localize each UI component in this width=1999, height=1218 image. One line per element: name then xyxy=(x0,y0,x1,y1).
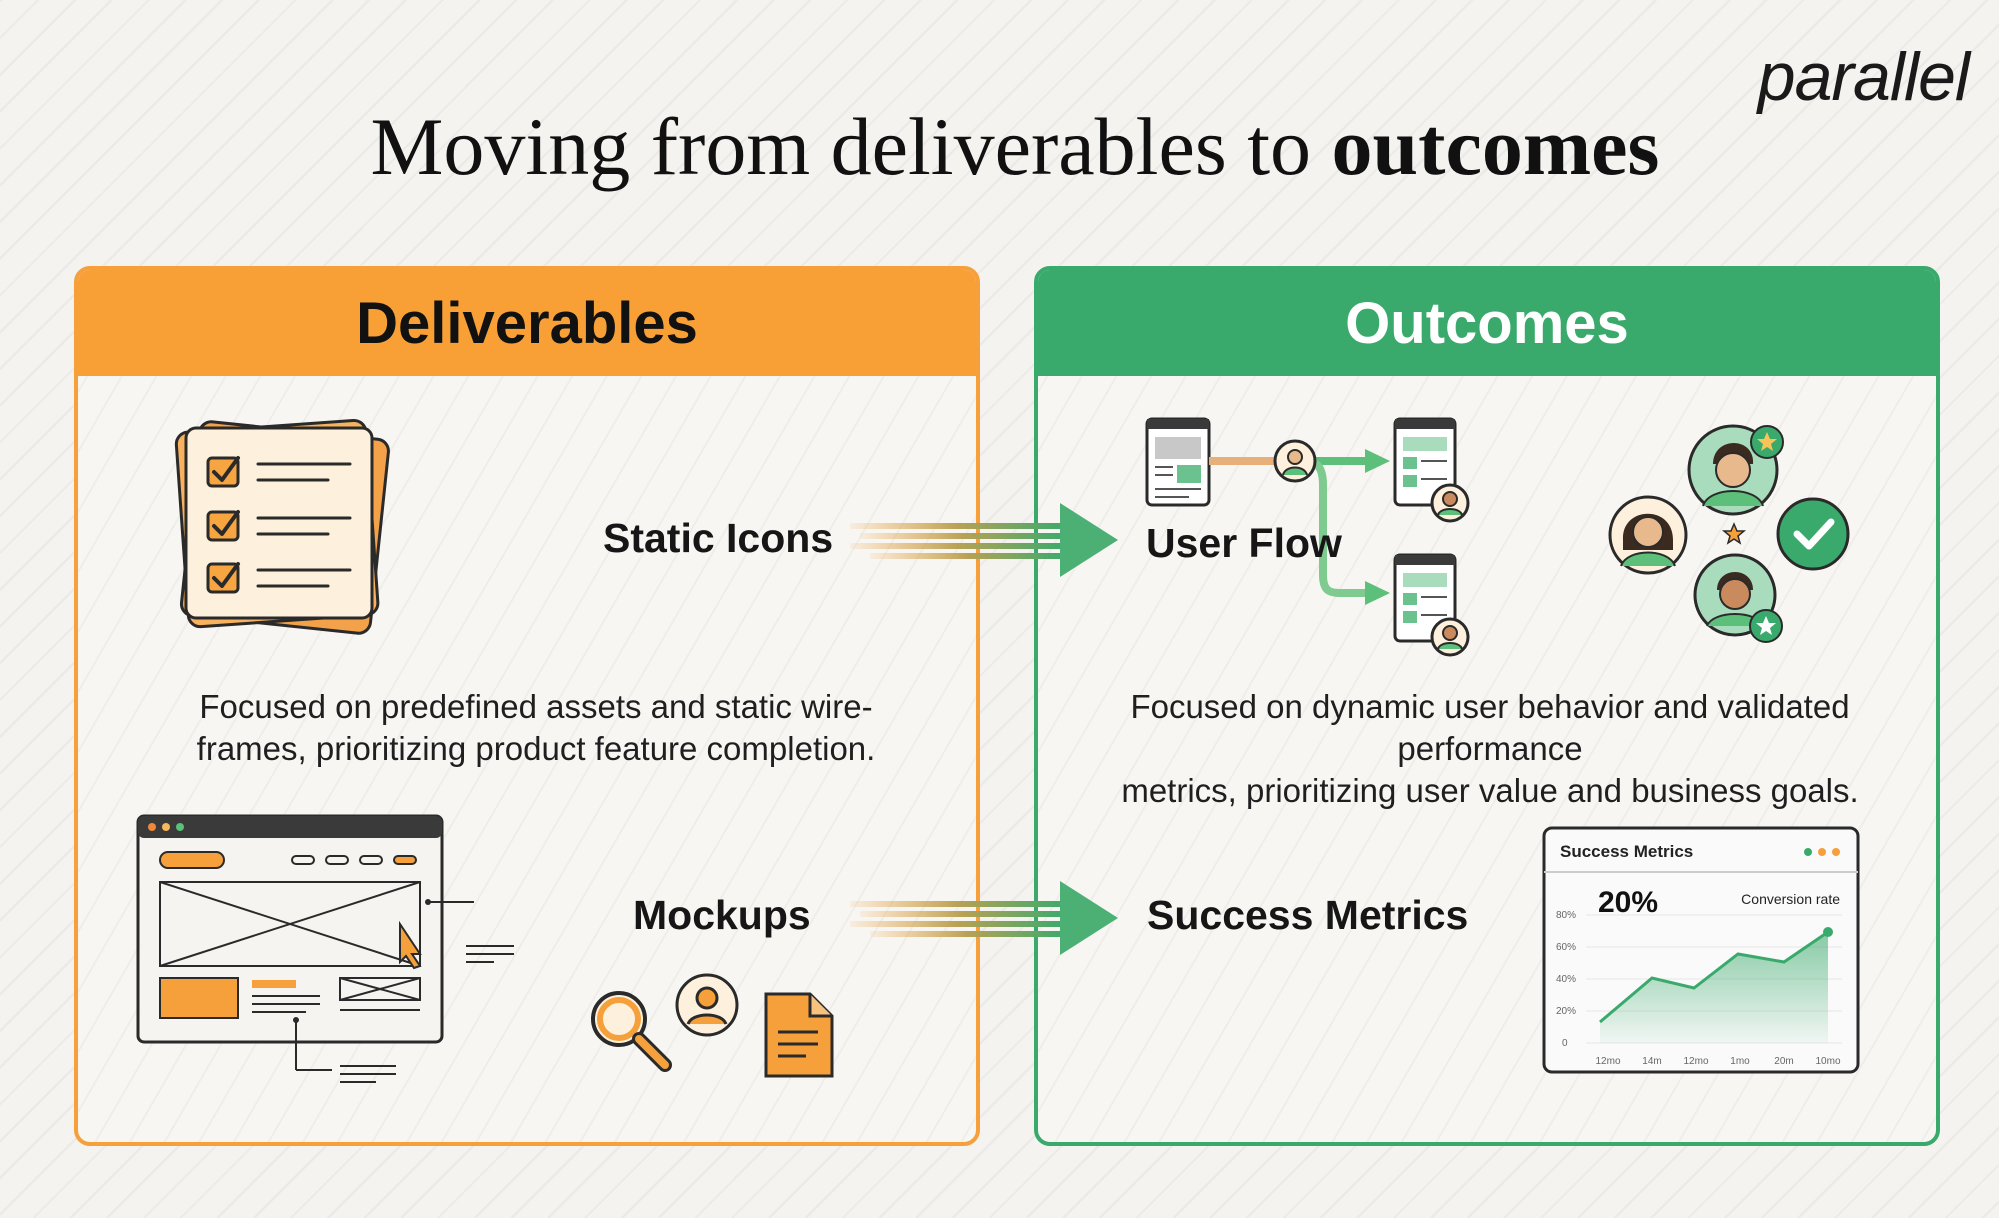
deliverables-description-line2: frames, prioritizing product feature com… xyxy=(196,730,876,767)
card-value: 20% xyxy=(1598,886,1658,919)
mockups-label: Mockups xyxy=(633,892,811,938)
wireframe-icon xyxy=(136,814,514,1083)
x-tick: 1mo xyxy=(1730,1056,1750,1067)
y-tick: 40% xyxy=(1556,974,1576,985)
star-icon xyxy=(1721,522,1747,545)
document-icon xyxy=(764,992,834,1078)
x-tick: 20m xyxy=(1774,1056,1793,1067)
card-caption: Conversion rate xyxy=(1741,891,1840,907)
user-flow-icon xyxy=(1145,417,1470,657)
checklist-icon xyxy=(174,418,390,635)
deliverables-header: Deliverables xyxy=(78,270,976,376)
static-icons-label: Static Icons xyxy=(603,515,834,561)
outcomes-description-line2: metrics, prioritizing user value and bus… xyxy=(1121,772,1859,809)
y-tick: 60% xyxy=(1556,942,1576,953)
people-icon xyxy=(1608,424,1850,643)
y-tick: 20% xyxy=(1556,1006,1576,1017)
x-tick: 12mo xyxy=(1683,1056,1708,1067)
x-tick: 12mo xyxy=(1595,1056,1620,1067)
deliverables-panel: Deliverables xyxy=(74,266,980,1146)
title-prefix: Moving from deliverables to xyxy=(370,101,1332,192)
x-tick: 10mo xyxy=(1815,1056,1840,1067)
page-title: Moving from deliverables to outcomes xyxy=(0,100,1999,194)
y-tick: 80% xyxy=(1556,910,1576,921)
magnifier-icon xyxy=(591,991,672,1072)
check-icon xyxy=(1793,518,1835,550)
outcomes-description-line1: Focused on dynamic user behavior and val… xyxy=(1130,688,1850,767)
title-emphasis: outcomes xyxy=(1331,101,1660,192)
x-tick: 14m xyxy=(1642,1056,1661,1067)
success-metrics-label: Success Metrics xyxy=(1147,892,1469,938)
success-metrics-card: Success Metrics 20% Conversion rate 80% … xyxy=(1542,826,1860,1074)
user-icon xyxy=(675,973,739,1037)
arrow-right-icon xyxy=(850,503,1118,577)
outcomes-header: Outcomes xyxy=(1038,270,1936,376)
arrow-right-icon xyxy=(850,881,1118,955)
user-flow-label: User Flow xyxy=(1146,520,1342,566)
y-tick: 0 xyxy=(1562,1038,1568,1049)
outcomes-panel: Outcomes xyxy=(1034,266,1940,1146)
deliverables-description-line1: Focused on predefined assets and static … xyxy=(199,688,873,725)
brand-logo: parallel xyxy=(1757,39,1970,115)
outcomes-description: Focused on dynamic user behavior and val… xyxy=(1040,686,1940,812)
card-title: Success Metrics xyxy=(1560,842,1693,861)
deliverables-description: Focused on predefined assets and static … xyxy=(96,686,976,770)
